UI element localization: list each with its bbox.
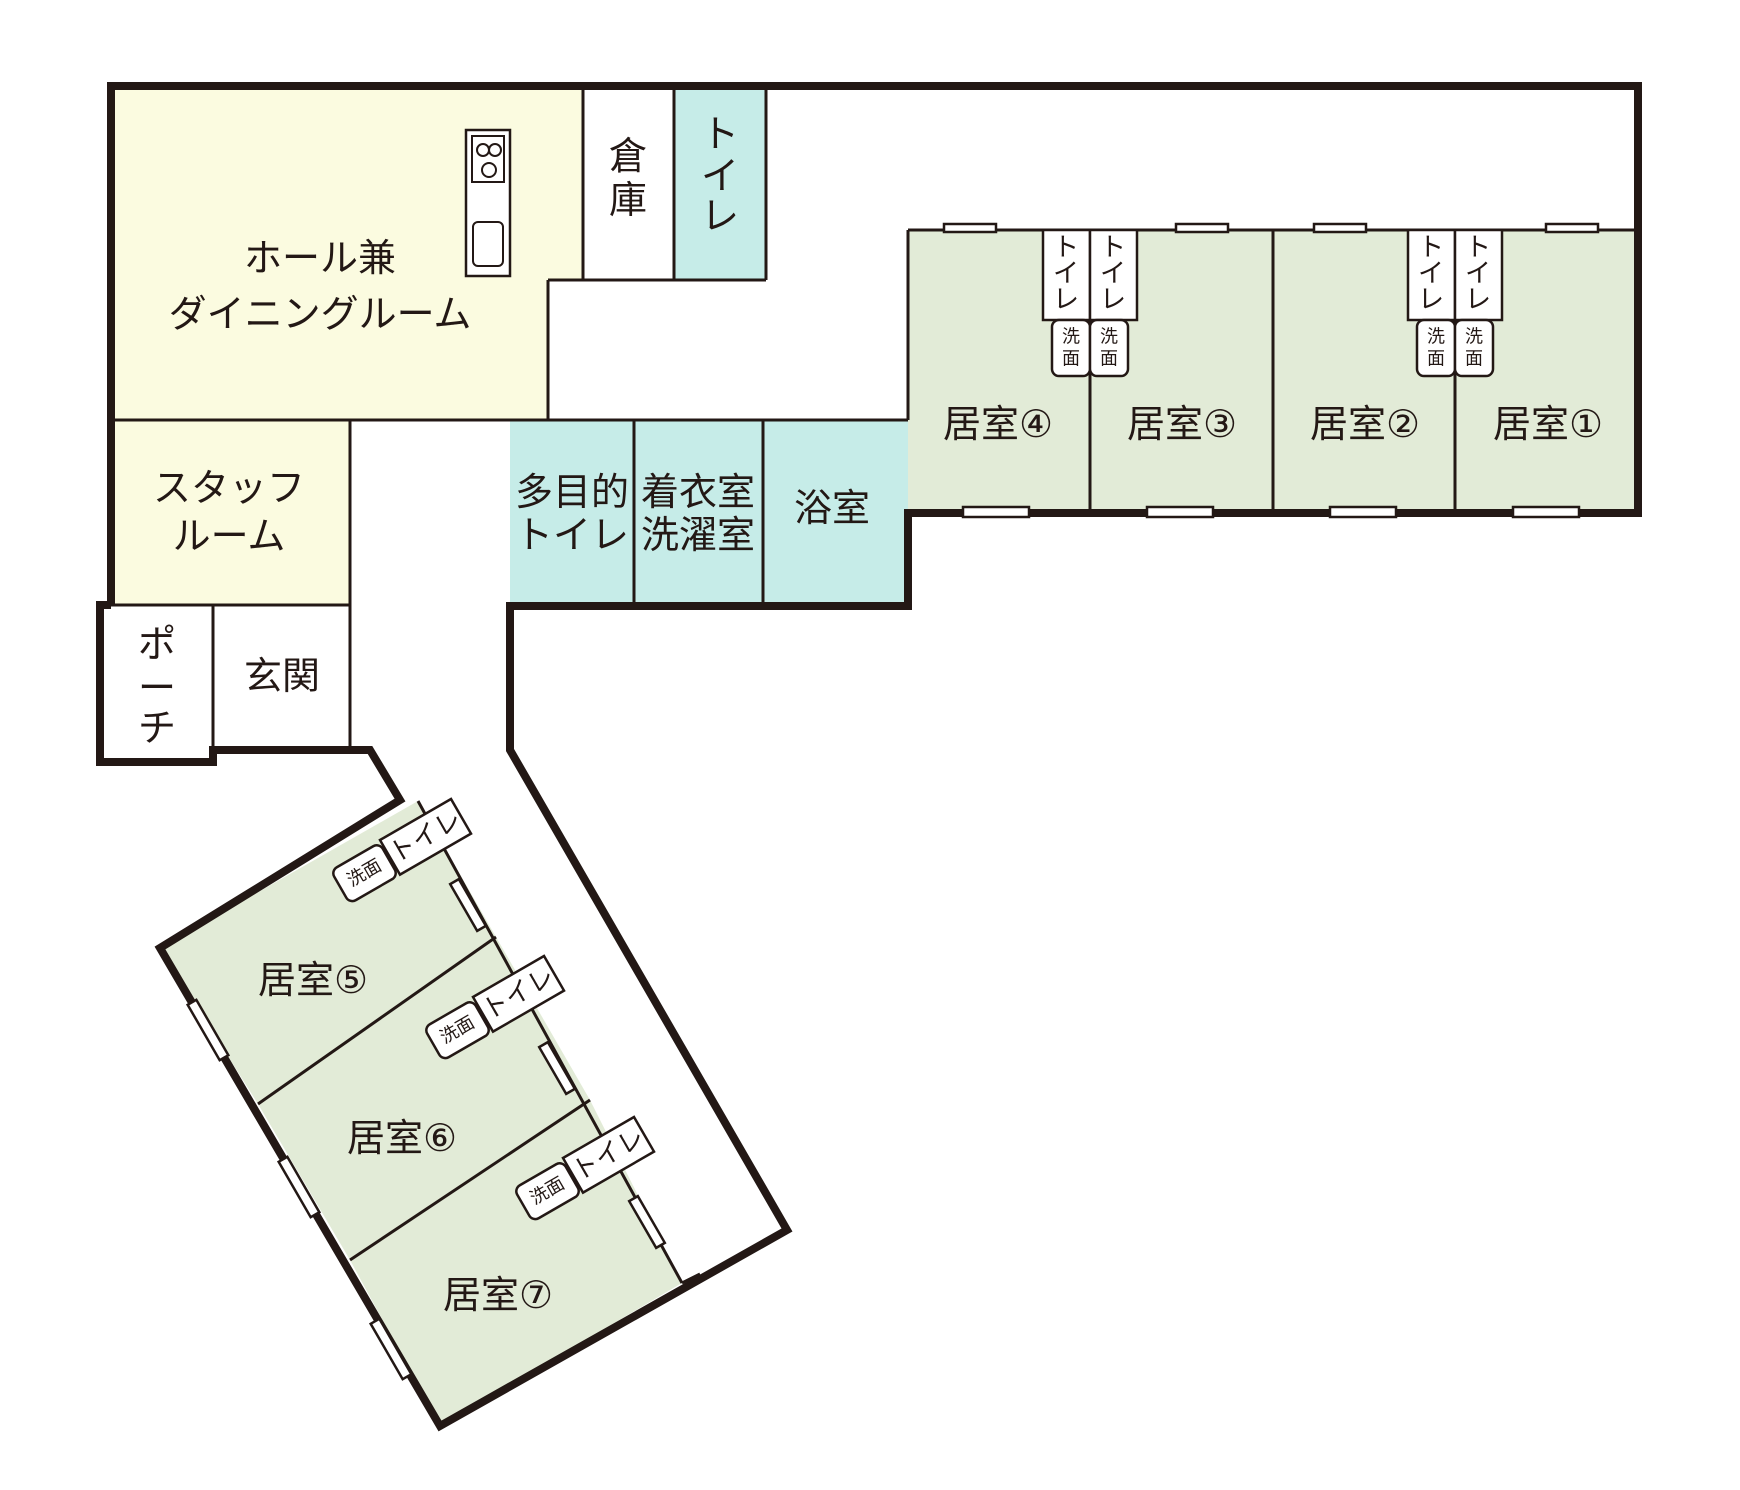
porch-label-3: チ <box>138 706 176 750</box>
dressing-laundry-room[interactable] <box>634 420 763 606</box>
svg-text:レ: レ <box>1100 285 1126 315</box>
svg-text:洗: 洗 <box>1100 327 1118 348</box>
svg-text:イ: イ <box>1100 259 1126 289</box>
toilet-label-room-2: ト イ レ <box>1418 233 1444 315</box>
svg-text:イ: イ <box>1053 259 1079 289</box>
washbasin-label-room-3: 洗 面 <box>1100 327 1118 370</box>
svg-text:洗: 洗 <box>1465 327 1483 348</box>
multipurpose-toilet-label-1: 多目的 <box>515 470 629 514</box>
staff-room[interactable] <box>111 420 350 605</box>
en-suite-fixtures-room-5: トイレ 洗面 <box>332 797 473 903</box>
resident-room-4-label: 居室④ <box>943 402 1053 446</box>
svg-text:レ: レ <box>1053 285 1079 315</box>
svg-text:ト: ト <box>1053 233 1079 263</box>
svg-text:ト: ト <box>1418 233 1444 263</box>
resident-room-5-label: 居室⑤ <box>258 958 368 1002</box>
storage-label-2: 庫 <box>609 178 647 222</box>
dressing-laundry-label-2: 洗濯室 <box>641 513 755 557</box>
toilet-main-label-1: ト <box>701 112 739 156</box>
svg-text:ト: ト <box>1465 233 1491 263</box>
hall-dining-label-2: ダイニングルーム <box>169 292 472 336</box>
resident-room-7-label: 居室⑦ <box>443 1273 553 1317</box>
washbasin-label-room-4: 洗 面 <box>1062 327 1080 370</box>
toilet-label-room-4: ト イ レ <box>1053 233 1079 315</box>
kitchen-counter <box>464 128 512 278</box>
svg-text:面: 面 <box>1427 349 1445 370</box>
multipurpose-toilet-label-2: トイレ <box>515 513 629 557</box>
svg-text:レ: レ <box>1465 285 1491 315</box>
porch-label-2: ー <box>138 666 176 710</box>
toilet-label-room-1: ト イ レ <box>1465 233 1491 315</box>
outer-walls <box>96 82 1642 1432</box>
toilet-label-room-3: ト イ レ <box>1100 233 1126 315</box>
bath-label: 浴室 <box>794 486 870 530</box>
windows <box>185 222 1600 1381</box>
resident-room-1-label: 居室① <box>1493 402 1603 446</box>
toilet-main-room[interactable] <box>674 86 766 280</box>
stove-icon <box>471 135 505 183</box>
porch-label-1: ポ <box>138 622 176 666</box>
svg-text:洗: 洗 <box>1427 327 1445 348</box>
svg-text:面: 面 <box>1465 349 1483 370</box>
svg-text:洗: 洗 <box>1062 327 1080 348</box>
multipurpose-toilet-room[interactable] <box>510 420 634 606</box>
staff-room-label-1: スタッフ <box>153 466 305 510</box>
toilet-main-label-3: レ <box>701 194 739 238</box>
resident-room-5[interactable] <box>160 801 496 1104</box>
resident-room-3-label: 居室③ <box>1127 402 1237 446</box>
storage-label-1: 倉 <box>609 134 647 178</box>
hall-dining-label-1: ホール兼 <box>244 236 396 280</box>
en-suite-fixtures-rooms-2-1 <box>1406 228 1504 378</box>
toilet-main-label-2: イ <box>701 154 739 198</box>
resident-room-2-label: 居室② <box>1310 402 1420 446</box>
en-suite-fixtures-rooms-4-3 <box>1041 228 1139 378</box>
svg-text:面: 面 <box>1062 349 1080 370</box>
staff-room-label-2: ルーム <box>173 514 286 558</box>
resident-room-6-label: 居室⑥ <box>347 1116 457 1160</box>
svg-text:イ: イ <box>1465 259 1491 289</box>
dressing-laundry-label-1: 着衣室 <box>641 470 755 514</box>
bath-room[interactable] <box>763 420 908 606</box>
washbasin-label-room-1: 洗 面 <box>1465 327 1483 370</box>
svg-text:面: 面 <box>1100 349 1118 370</box>
svg-text:レ: レ <box>1418 285 1444 315</box>
svg-text:ト: ト <box>1100 233 1126 263</box>
entrance-label: 玄関 <box>244 654 320 698</box>
washbasin-label-room-2: 洗 面 <box>1427 327 1445 370</box>
svg-text:イ: イ <box>1418 259 1444 289</box>
sink-icon <box>472 221 504 267</box>
